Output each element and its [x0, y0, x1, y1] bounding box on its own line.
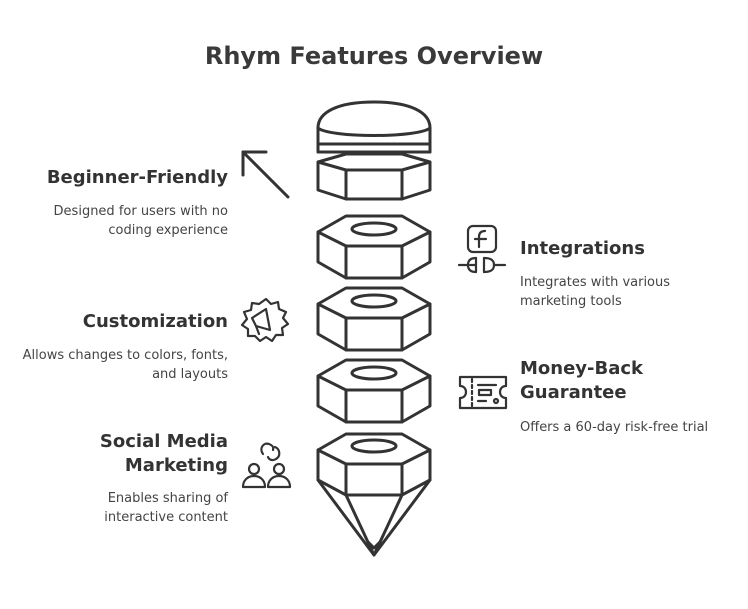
- people-sharing-icon: [241, 442, 292, 489]
- facebook-plug-icon: [457, 224, 507, 274]
- feature-title-money-back-guarantee: Money-Back Guarantee: [520, 358, 644, 403]
- arrow-up-left-icon: [241, 150, 290, 199]
- feature-desc-integrations: Integrates with various marketing tools: [520, 275, 671, 309]
- feature-desc-customization: Allows changes to colors, fonts, and lay…: [22, 348, 228, 382]
- feature-title-integrations: Integrations: [520, 238, 645, 259]
- feature-title-social-media-marketing: Social Media Marketing: [99, 431, 228, 476]
- feature-title-beginner-friendly: Beginner-Friendly: [46, 167, 228, 188]
- ticket-icon: [458, 375, 508, 410]
- nut-segment: [316, 214, 432, 280]
- feature-desc-social-media-marketing: Enables sharing of interactive content: [104, 491, 228, 525]
- cap-segment: [316, 100, 432, 201]
- megaphone-badge-icon: [240, 297, 290, 343]
- feature-desc-beginner-friendly: Designed for users with no coding experi…: [53, 204, 228, 238]
- nut-segment: [316, 358, 432, 424]
- nut-segment: [316, 286, 432, 352]
- page-title: Rhym Features Overview: [204, 42, 544, 70]
- feature-desc-money-back-guarantee: Offers a 60-day risk-free trial: [520, 420, 709, 435]
- tip-segment: [316, 432, 432, 557]
- feature-title-customization: Customization: [82, 311, 228, 332]
